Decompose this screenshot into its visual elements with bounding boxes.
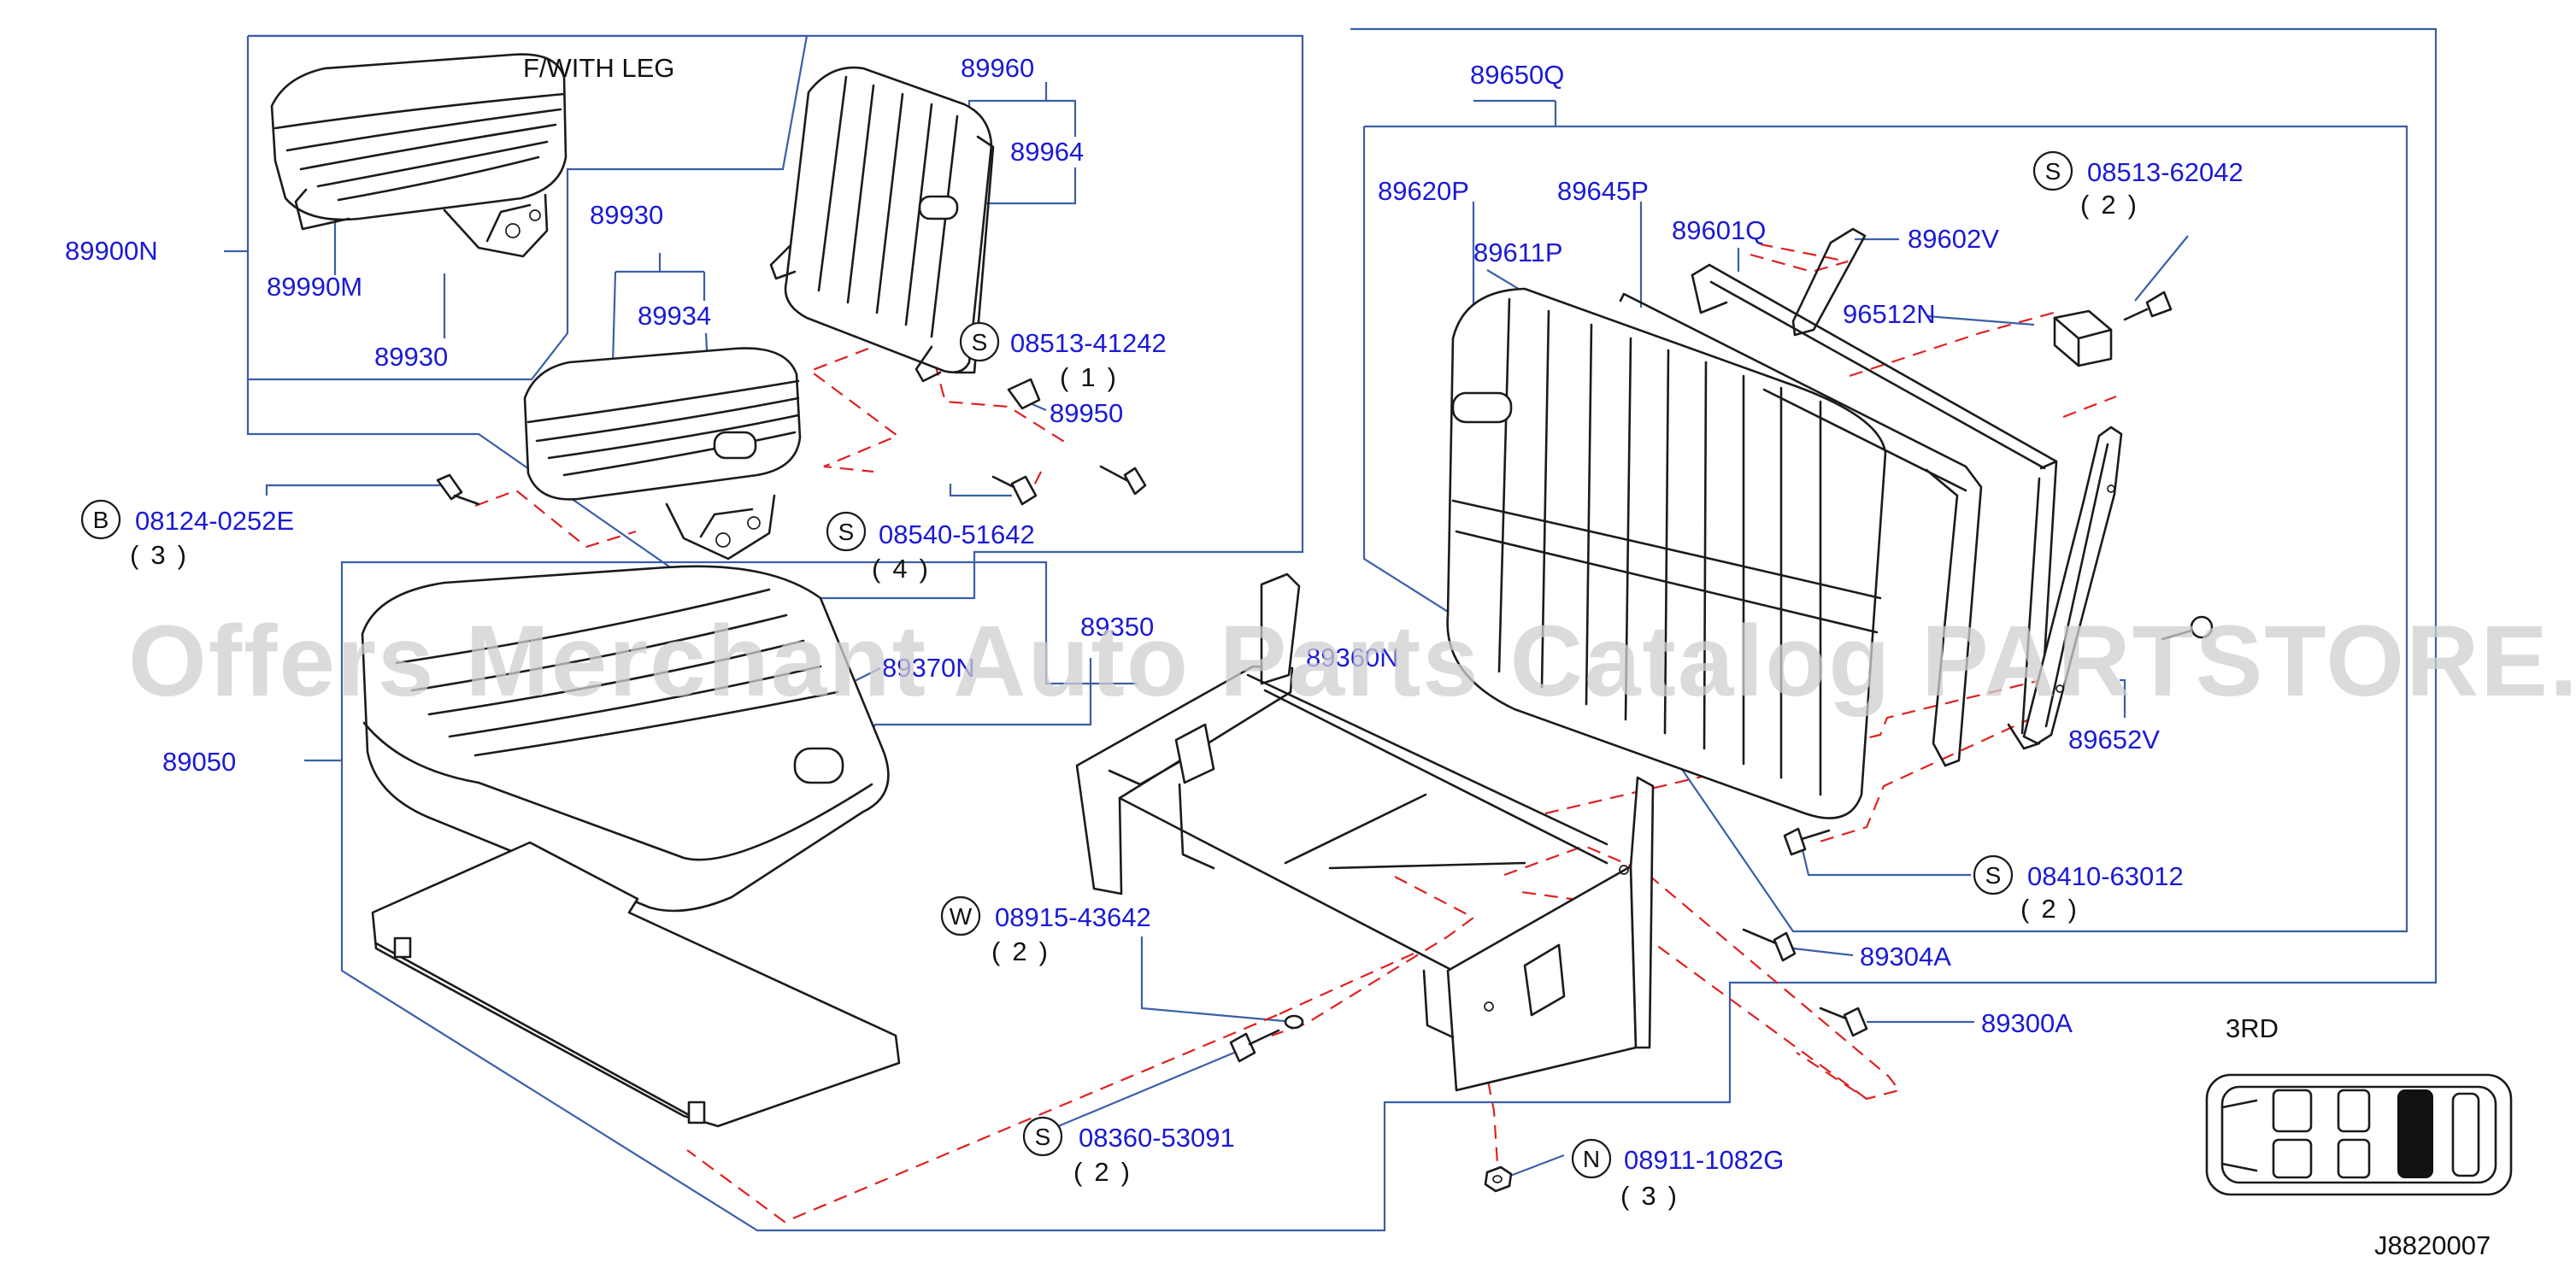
part-label-89050[interactable]: 89050 — [162, 747, 236, 777]
part-label-89350[interactable]: 89350 — [1080, 612, 1154, 642]
part-label-89930[interactable]: 89930 — [590, 200, 663, 230]
part-label-89652V[interactable]: 89652V — [2068, 725, 2160, 754]
fastener-prefix: N — [1583, 1146, 1600, 1172]
part-label-89360N[interactable]: 89360N — [1306, 643, 1399, 672]
fastener-prefix: S — [1035, 1124, 1051, 1150]
part-label-89650Q[interactable]: 89650Q — [1470, 60, 1564, 90]
fastener-qty: (3) — [1620, 1181, 1689, 1211]
fastener-number[interactable]: 08360-53091 — [1079, 1123, 1235, 1153]
seatback-frame-drawing — [1691, 263, 2058, 750]
fastener-prefix: S — [1985, 862, 2002, 889]
part-label-89950[interactable]: 89950 — [1050, 398, 1123, 428]
fastener-number[interactable]: 08513-62042 — [2087, 157, 2244, 187]
fastener-qty: (2) — [2080, 190, 2149, 220]
seat-cushion-drawing — [523, 347, 802, 561]
fastener-qty: (2) — [2020, 894, 2089, 924]
side-trim-drawing — [2022, 426, 2123, 745]
seat-back-drawing — [769, 66, 995, 383]
part-label-89611P[interactable]: 89611P — [1473, 238, 1563, 267]
lower-seat-cushion-drawing — [361, 565, 890, 913]
part-label-89990M[interactable]: 89990M — [267, 272, 362, 302]
fastener-number[interactable]: 08513-41242 — [1010, 328, 1167, 358]
seat-frame-drawing — [1075, 572, 1655, 1092]
cushion-with-leg-drawing — [270, 53, 568, 258]
part-label-89304A[interactable]: 89304A — [1860, 942, 1951, 972]
fastener-qty: (2) — [1073, 1157, 1142, 1187]
part-label-89645P[interactable]: 89645P — [1557, 176, 1649, 206]
part-labels: 89900N 89990M 89930 89930 89934 89960 89… — [65, 53, 2160, 1038]
fastener-prefix: S — [972, 329, 988, 355]
part-label-89370N[interactable]: 89370N — [882, 653, 975, 683]
fastener-number[interactable]: 08915-43642 — [995, 902, 1151, 932]
part-label-89960[interactable]: 89960 — [961, 53, 1034, 83]
seatback-panel-drawing — [1619, 292, 1983, 767]
part-label-89900N[interactable]: 89900N — [65, 236, 158, 266]
position-label: 3RD — [2226, 1013, 2279, 1043]
rod-drawing — [1791, 227, 1867, 337]
fastener-prefix: B — [93, 507, 109, 533]
part-label-89930-upper[interactable]: 89930 — [374, 342, 448, 372]
fastener-labels: 08513-41242 (1) 08540-51642 (4) 08124-02… — [130, 157, 2244, 1211]
fastener-prefix: W — [950, 903, 973, 930]
part-label-96512N[interactable]: 96512N — [1843, 299, 1936, 329]
part-label-89934[interactable]: 89934 — [638, 301, 711, 331]
part-label-89620P[interactable]: 89620P — [1378, 176, 1469, 206]
option-note: F/WITH LEG — [523, 53, 674, 83]
rear-seatback-drawing — [1446, 287, 1887, 819]
vehicle-position-icon — [2205, 1073, 2513, 1196]
diagram-code: J8820007 — [2374, 1230, 2491, 1260]
spacer-block-drawing — [2053, 309, 2113, 367]
fastener-qty: (4) — [872, 554, 940, 584]
fastener-qty: (1) — [1060, 362, 1128, 392]
hidden-lines — [474, 243, 2117, 1224]
fastener-drawings — [436, 291, 2214, 1193]
fastener-number[interactable]: 08540-51642 — [879, 520, 1035, 549]
fastener-number[interactable]: 08410-63012 — [2027, 861, 2184, 891]
part-label-89964[interactable]: 89964 — [1010, 137, 1084, 167]
part-label-89300A[interactable]: 89300A — [1981, 1008, 2073, 1038]
frame-lines — [224, 27, 2438, 1232]
fastener-number[interactable]: 08911-1082G — [1624, 1145, 1784, 1175]
fastener-qty: (3) — [130, 540, 198, 570]
fastener-prefix: S — [2045, 158, 2061, 185]
fastener-number[interactable]: 08124-0252E — [135, 506, 294, 536]
seat-board-drawing — [371, 841, 901, 1128]
watermark: Offers Merchant Auto Parts Catalog PARTS… — [128, 605, 2576, 718]
fastener-qty: (2) — [991, 936, 1060, 966]
fastener-badges: S S B S S W S N — [80, 150, 2073, 1179]
part-label-89602V[interactable]: 89602V — [1908, 224, 1999, 254]
part-label-89601Q[interactable]: 89601Q — [1672, 215, 1766, 245]
fastener-prefix: S — [838, 519, 855, 545]
